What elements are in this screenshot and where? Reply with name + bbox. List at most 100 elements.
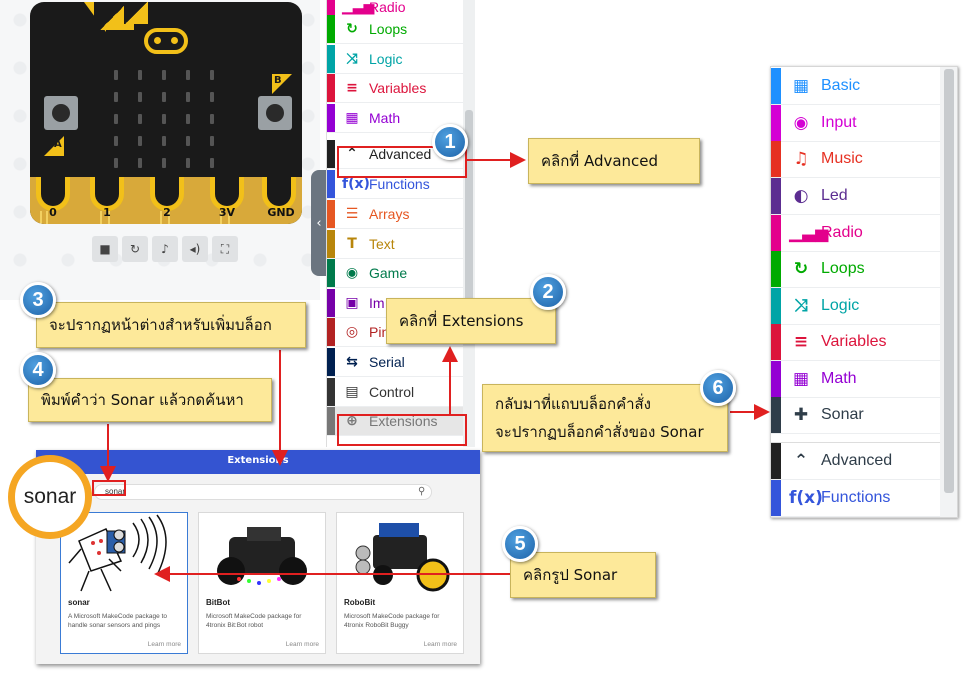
music-icon: ♫ [793, 149, 809, 169]
toolbox-scrollbar[interactable] [940, 67, 957, 517]
toolbox-item-logic[interactable]: ⤨Logic [327, 45, 464, 74]
toolbox-item-control[interactable]: ▤Control [327, 378, 464, 407]
toolbox-item-functions[interactable]: f(x)Functions [327, 170, 464, 199]
button-b-label: B [274, 75, 282, 86]
extension-card-sonar[interactable]: sonar A Microsoft MakeCode package to ha… [60, 512, 188, 654]
volume-icon[interactable]: ◂) [182, 236, 208, 262]
category-color-bar [771, 443, 781, 479]
search-input[interactable]: sonar [94, 484, 432, 500]
toolbox-item-extensions[interactable]: ⊕Extensions [327, 407, 464, 436]
edge-connector: 0 1 2 3V GND [30, 177, 302, 224]
toolbox-item-functions[interactable]: f(x)Functions [771, 480, 940, 517]
toolbox-item-logic[interactable]: ⤨ Logic [771, 288, 940, 325]
toolbox-item-music[interactable]: ♫Music [771, 141, 940, 178]
toolbox-item-advanced[interactable]: ⌃Advanced [771, 443, 940, 480]
toolbox-item-label: Im [369, 295, 385, 311]
toolbox-item-label: Arrays [369, 206, 410, 222]
serial-icon: ⇆ [346, 354, 358, 370]
pin-2[interactable] [150, 177, 184, 211]
toolbox-item-label: Extensions [369, 413, 438, 429]
category-color-bar [327, 259, 335, 287]
toolbox-item-game[interactable]: ◉ Game [327, 259, 464, 288]
toolbox-item-loops[interactable]: ↻Loops [327, 15, 464, 44]
pin-gnd[interactable] [262, 177, 296, 211]
category-color-bar [327, 74, 335, 102]
callout-step2: คลิกที่ Extensions [386, 298, 556, 344]
pin-3v[interactable] [210, 177, 244, 211]
toolbox-item-label: Led [821, 187, 848, 204]
category-color-bar [327, 0, 335, 21]
stop-icon[interactable]: ■ [92, 236, 118, 262]
toolbox-item-variables[interactable]: ≡Variables [327, 74, 464, 103]
toolbox-item-radio[interactable]: ▁▃▅Radio [771, 215, 940, 252]
led-matrix [110, 70, 220, 170]
card-title: RoboBit [344, 598, 376, 607]
toolbox-item-led[interactable]: ◐Led [771, 178, 940, 215]
toolbox-item-label: Loops [369, 21, 408, 37]
advanced-icon: ⌃ [793, 451, 809, 471]
toolbox-item-label: Functions [821, 489, 891, 506]
callout-step6-line1: กลับมาที่แถบบล็อกคำสั่ง [495, 395, 652, 413]
math-icon: ▦ [792, 369, 810, 389]
toolbox-separator [771, 435, 940, 443]
learn-more-link[interactable]: Learn more [285, 641, 319, 648]
category-color-bar [327, 348, 335, 376]
learn-more-link[interactable]: Learn more [147, 641, 181, 648]
highlight-advanced [337, 146, 467, 178]
fullscreen-icon[interactable]: ⛶ [212, 236, 238, 262]
pin-label: 1 [103, 206, 111, 219]
toolbox-item-label: Game [369, 265, 408, 281]
toolbox-item-variables[interactable]: ≡Variables [771, 324, 940, 361]
toolbox-item-label: Variables [821, 333, 887, 350]
category-color-bar [327, 407, 335, 435]
toolbox-item-input[interactable]: ◉Input [771, 105, 940, 142]
toolbox-item-label: Math [821, 370, 857, 387]
toolbox-item-label: Pin [369, 324, 390, 340]
robobit-image [337, 513, 463, 595]
search-icon[interactable]: ⚲ [418, 486, 426, 497]
pin-0[interactable] [36, 177, 70, 211]
restart-icon[interactable]: ↻ [122, 236, 148, 262]
learn-more-link[interactable]: Learn more [423, 641, 457, 648]
extension-card-bitbot[interactable]: BitBot Microsoft MakeCode package for 4t… [198, 512, 326, 654]
pin-1[interactable] [90, 177, 124, 211]
toolbox-item-math[interactable]: ▦ Math [771, 361, 940, 398]
category-color-bar [771, 288, 781, 324]
button-b[interactable] [258, 96, 292, 130]
toolbox-item-basic[interactable]: ▦Basic [771, 68, 940, 105]
toolbox-item-label: Advanced [369, 146, 432, 162]
category-color-bar [327, 378, 335, 406]
toolbox-item-loops[interactable]: ↻Loops [771, 251, 940, 288]
category-color-bar [771, 251, 781, 287]
category-color-bar [327, 318, 335, 346]
math-icon: ▦ [345, 110, 359, 126]
microbit-board[interactable]: A B 0 1 2 3V GND [30, 2, 302, 224]
toolbox-item-sonar[interactable]: ✚Sonar [771, 397, 940, 434]
pin-label: 3V [218, 206, 236, 219]
card-description: Microsoft MakeCode package for 4tronix R… [344, 613, 440, 629]
extension-card-robobit[interactable]: RoboBit Microsoft MakeCode package for 4… [336, 512, 464, 654]
simulator-controls: ■ ↻ ♪ ◂) ⛶ [92, 236, 240, 264]
toolbox-item-math[interactable]: ▦Math [327, 104, 464, 133]
category-color-bar [771, 397, 781, 433]
category-color-bar [327, 230, 335, 258]
toolbox-item-serial[interactable]: ⇆ Serial [327, 348, 464, 377]
toolbox-item-arrays[interactable]: ☰Arrays [327, 200, 464, 229]
category-color-bar [327, 170, 335, 198]
collapse-simulator-tab[interactable]: ‹ [311, 170, 327, 276]
toolbox-item-label: Control [369, 384, 415, 400]
button-a[interactable] [44, 96, 78, 130]
game-icon: ◉ [345, 265, 359, 281]
category-color-bar [771, 178, 781, 214]
toolbox-item-label: Variables [369, 80, 427, 96]
toolbox-item-label: Logic [821, 297, 860, 314]
bitbot-image [199, 513, 325, 595]
board-decoration [124, 2, 148, 24]
callout-step4: พิมพ์คำว่า Sonar แล้วกดค้นหา [28, 378, 272, 422]
logic-icon: ⤨ [794, 296, 808, 316]
audio-icon[interactable]: ♪ [152, 236, 178, 262]
button-a-label: A [54, 139, 62, 150]
toolbox-item-label: Serial [369, 354, 405, 370]
highlight-extensions [337, 414, 467, 446]
